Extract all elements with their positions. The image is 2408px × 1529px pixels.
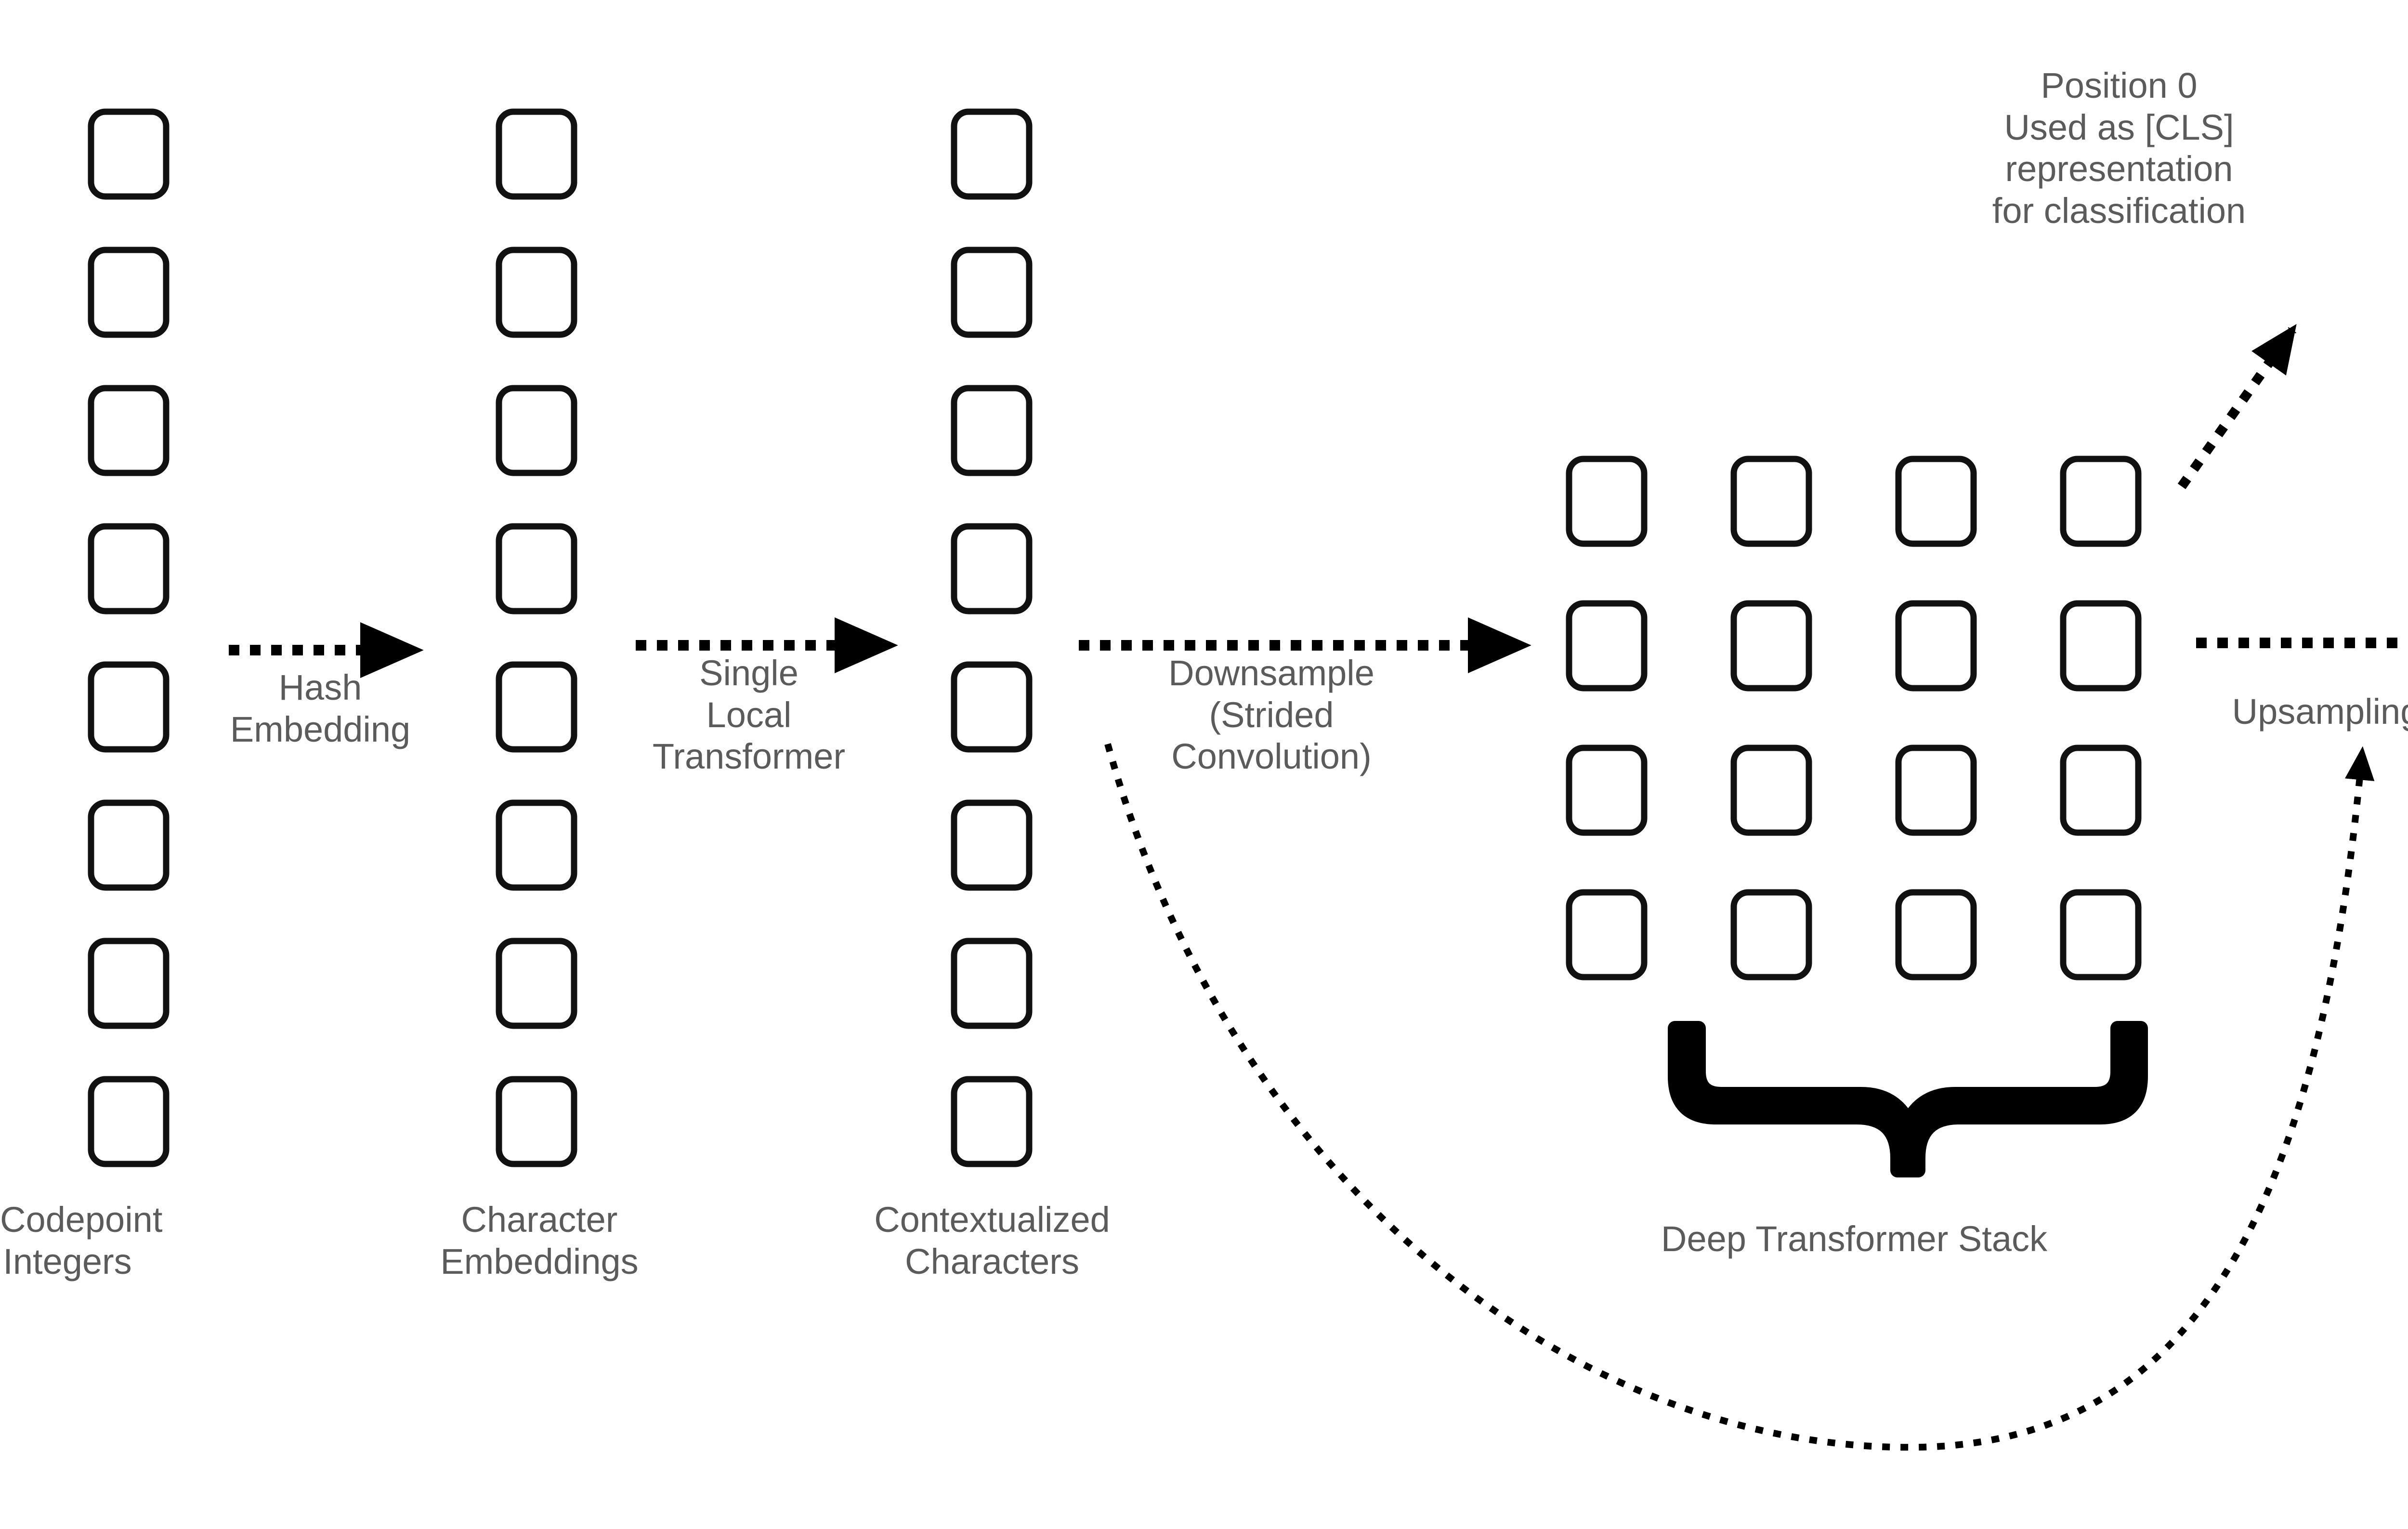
column-label-concatenated-representations: Concatenated Representations	[2396, 1214, 2408, 1297]
arrow-label-single-local-transformer: Single Local Transformer	[652, 653, 846, 777]
grid-cell	[2060, 600, 2142, 692]
grid-cell	[1730, 889, 1812, 980]
arrow-label-upsampling: Upsampling	[2232, 692, 2408, 732]
grid-cell	[1730, 600, 1812, 692]
grid-cell	[1566, 745, 1648, 836]
arrow-label-downsample: Downsample (Strided Convolution)	[1168, 653, 1374, 777]
grid-cell	[1895, 889, 1977, 980]
cell-box	[951, 385, 1033, 476]
cell-box	[951, 938, 1033, 1029]
cell-box	[88, 661, 170, 753]
cell-box	[951, 108, 1033, 200]
cell-box	[88, 938, 170, 1029]
annotation-cls-note: Position 0 Used as [CLS] representation …	[1992, 65, 2246, 231]
cell-box	[88, 799, 170, 891]
cell-box	[951, 1076, 1033, 1167]
column-contextualized-characters	[951, 108, 1033, 1167]
grid-cell	[1566, 600, 1648, 692]
grid-cell	[1895, 600, 1977, 692]
cell-box	[88, 247, 170, 338]
column-character-embeddings	[496, 108, 577, 1167]
cell-box	[496, 1076, 577, 1167]
cell-box	[496, 247, 577, 338]
cell-box	[88, 523, 170, 614]
column-label-contextualized-characters: Contextualized Characters	[874, 1200, 1110, 1281]
arrow-skip-connection-to-upsampling	[1104, 743, 2375, 1451]
cell-box	[88, 1076, 170, 1167]
curly-brace-icon	[1668, 1021, 2148, 1177]
cell-box	[951, 799, 1033, 891]
cell-box	[88, 108, 170, 200]
grid-cell	[1895, 456, 1977, 547]
grid-cell	[1730, 456, 1812, 547]
cell-box	[496, 661, 577, 753]
column-codepoint-integers	[88, 108, 170, 1167]
grid-cell	[1566, 456, 1648, 547]
cell-box	[496, 523, 577, 614]
grid-cell	[1730, 745, 1812, 836]
cell-box	[496, 799, 577, 891]
cell-box	[951, 661, 1033, 753]
grid-cell	[2060, 456, 2142, 547]
column-label-character-embeddings: Character Embeddings	[440, 1200, 639, 1281]
arrow-cls-pointer	[2177, 324, 2297, 489]
cell-box	[496, 108, 577, 200]
cell-box	[88, 385, 170, 476]
grid-cell	[1895, 745, 1977, 836]
cell-box	[951, 247, 1033, 338]
cell-box	[496, 385, 577, 476]
cell-box	[496, 938, 577, 1029]
column-label-codepoint-integers: Codepoint Integers	[0, 1200, 163, 1281]
grid-deep-transformer-stack	[1566, 456, 2142, 980]
grid-cell	[1566, 889, 1648, 980]
grid-label-deep-transformer-stack: Deep Transformer Stack	[1661, 1219, 2047, 1259]
grid-cell	[2060, 889, 2142, 980]
arrow-label-hash-embedding: Hash Embedding	[230, 667, 411, 749]
cell-box	[951, 523, 1033, 614]
grid-cell	[2060, 745, 2142, 836]
